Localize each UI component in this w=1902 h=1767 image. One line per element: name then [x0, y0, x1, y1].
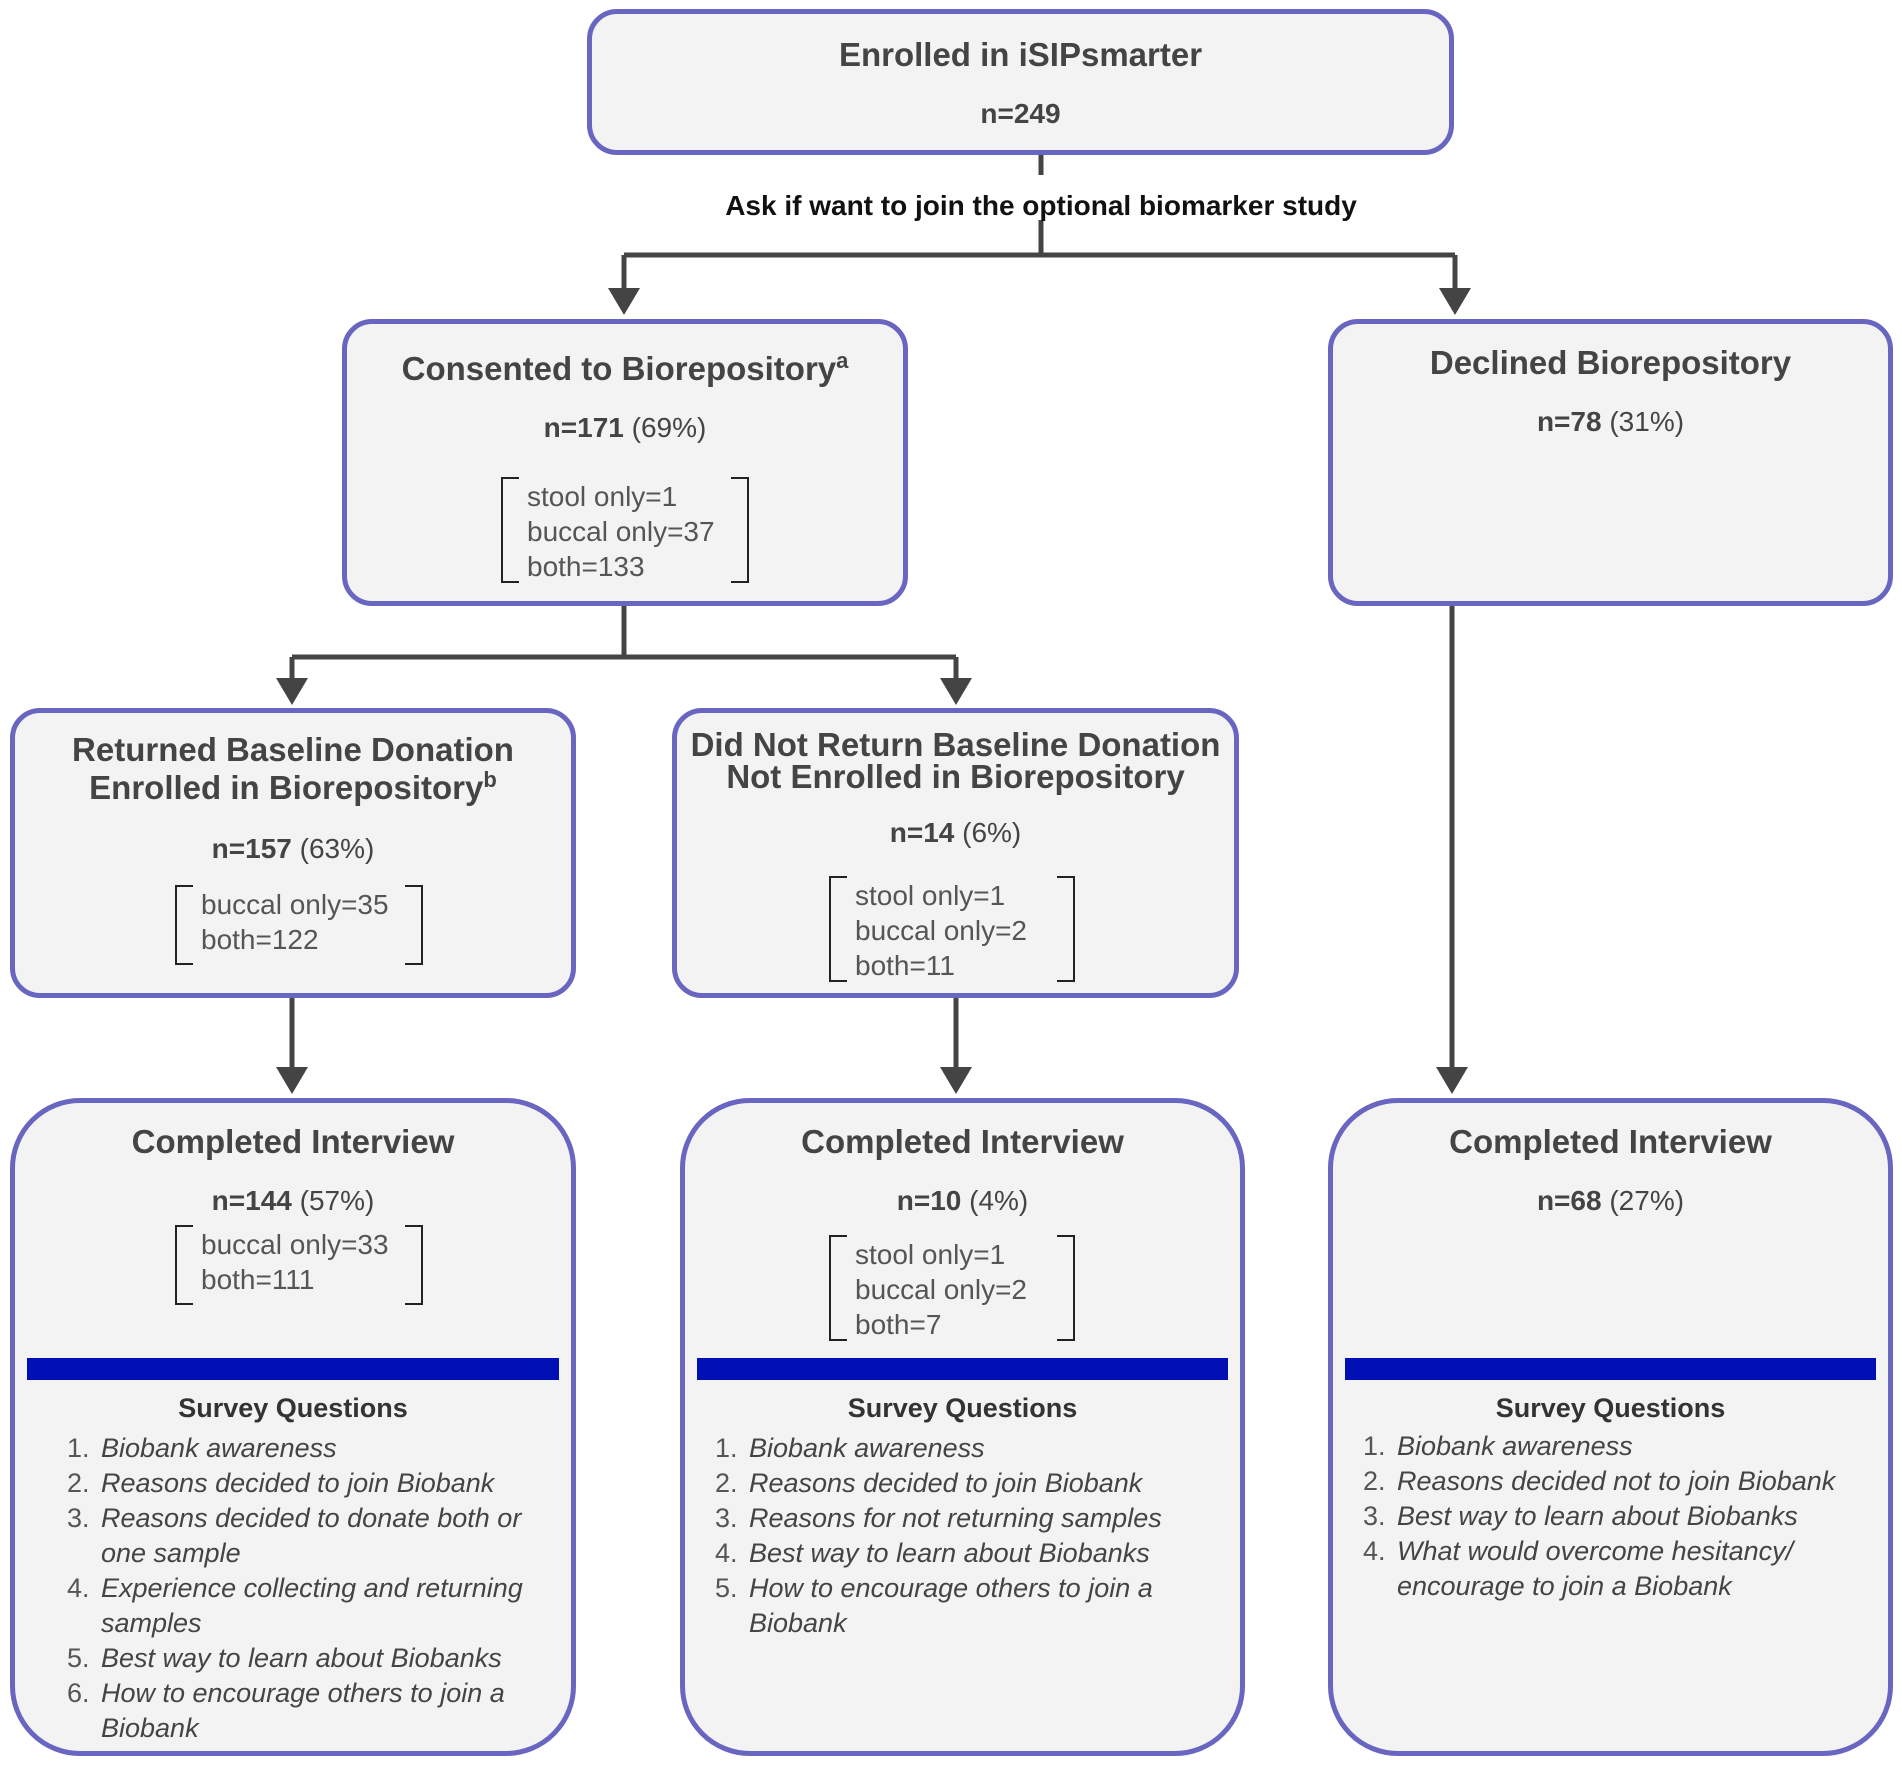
footnote-b: b	[483, 767, 497, 792]
returned-item: both=122	[201, 924, 319, 955]
not-returned-box: Did Not Return Baseline Donation Not Enr…	[672, 708, 1239, 998]
not-returned-title: Did Not Return Baseline Donation Not Enr…	[677, 726, 1234, 795]
arrowhead-not-returned	[940, 678, 972, 705]
returned-pct: (63%)	[299, 833, 375, 864]
interview3-title: Completed Interview	[1449, 1123, 1772, 1160]
survey-questions-heading: Survey Questions	[1495, 1393, 1726, 1423]
survey-question: 5.How to encourage others to join a Biob…	[715, 1573, 1153, 1638]
consented-n: n=171	[543, 412, 624, 443]
divider-bar	[1345, 1358, 1876, 1380]
consented-item: both=133	[527, 551, 645, 582]
consented-title-text: Consented to Biorepository	[401, 350, 837, 387]
interview1-sample-breakdown: buccal only=33 both=111	[175, 1225, 423, 1305]
survey-question: 2.Reasons decided to join Biobank	[715, 1468, 1143, 1498]
interview1-pct: (57%)	[299, 1185, 375, 1216]
interview2-title: Completed Interview	[801, 1123, 1124, 1160]
arrowhead-declined	[1439, 288, 1471, 315]
survey-question: 2.Reasons decided to join Biobank	[67, 1468, 495, 1498]
interview1-count: n=144 (57%)	[15, 1185, 571, 1217]
returned-n: n=157	[211, 833, 292, 864]
consented-sample-breakdown: stool only=1 buccal only=37 both=133	[501, 477, 749, 583]
not-returned-n: n=14	[889, 817, 955, 848]
not-returned-pct: (6%)	[962, 817, 1022, 848]
not-returned-title-line1: Did Not Return Baseline Donation	[690, 726, 1221, 763]
interview2-pct: (4%)	[969, 1185, 1029, 1216]
survey-question: 1.Biobank awareness	[715, 1433, 985, 1463]
survey-questions-heading: Survey Questions	[178, 1393, 408, 1423]
enrolled-count: n=249	[980, 98, 1061, 129]
interview2-item: both=7	[855, 1309, 942, 1340]
returned-title-line2: Enrolled in Biorepository	[89, 769, 484, 806]
enrolled-box: Enrolled in iSIPsmarter n=249	[587, 9, 1454, 155]
not-returned-item: both=11	[855, 950, 955, 981]
footnote-a: a	[836, 348, 849, 373]
interview1-item: both=111	[201, 1264, 315, 1295]
survey-question: 3.Best way to learn about Biobanks	[1363, 1501, 1798, 1531]
survey-question: 4.Best way to learn about Biobanks	[715, 1538, 1150, 1568]
interview2-count: n=10 (4%)	[685, 1185, 1240, 1217]
survey-question: 4.Experience collecting and returning sa…	[67, 1573, 523, 1638]
survey-question-list: 1.Biobank awareness 2.Reasons decided to…	[67, 1431, 567, 1746]
biomarker-question-label: Ask if want to join the optional biomark…	[725, 190, 1357, 221]
returned-title-line1: Returned Baseline Donation	[72, 731, 514, 768]
returned-title-line2-wrap: Enrolled in Biorepositoryb	[15, 769, 571, 807]
not-returned-item: stool only=1	[855, 880, 1006, 911]
survey-questions-heading: Survey Questions	[847, 1393, 1078, 1423]
survey-question-list: 1.Biobank awareness 2.Reasons decided to…	[715, 1431, 1215, 1641]
declined-box: Declined Biorepository n=78 (31%)	[1328, 319, 1893, 606]
interview2-sample-breakdown: stool only=1 buccal only=2 both=7	[829, 1235, 1075, 1341]
survey-question: 4.What would overcome hesitancy/ encoura…	[1363, 1536, 1794, 1601]
not-returned-item: buccal only=2	[855, 915, 1028, 946]
consented-count: n=171 (69%)	[347, 412, 903, 444]
enrolled-title: Enrolled in iSIPsmarter	[838, 36, 1203, 73]
arrowhead-consented	[608, 288, 640, 315]
divider-bar	[697, 1358, 1228, 1380]
interview2-n: n=10	[896, 1185, 962, 1216]
returned-item: buccal only=35	[201, 889, 389, 920]
survey-question: 1.Biobank awareness	[67, 1433, 337, 1463]
survey-question: 2.Reasons decided not to join Biobank	[1363, 1466, 1836, 1496]
consented-title: Consented to Biorepositorya	[347, 350, 903, 388]
arrowhead-interview3	[1436, 1067, 1468, 1094]
declined-n: n=78	[1536, 406, 1602, 437]
interview-box-declined: Completed Interview n=68 (27%) Survey Qu…	[1328, 1098, 1893, 1756]
interview1-n: n=144	[211, 1185, 292, 1216]
arrowhead-interview1	[276, 1067, 308, 1094]
returned-count: n=157 (63%)	[15, 833, 571, 865]
returned-sample-breakdown: buccal only=35 both=122	[175, 885, 423, 965]
arrowhead-returned	[276, 678, 308, 705]
survey-question: 6.How to encourage others to join a Biob…	[67, 1678, 505, 1743]
arrowhead-interview2	[940, 1067, 972, 1094]
not-returned-title-line2: Not Enrolled in Biorepository	[726, 758, 1185, 795]
declined-count: n=78 (31%)	[1333, 406, 1888, 438]
interview3-n: n=68	[1536, 1185, 1602, 1216]
survey-question: 5.Best way to learn about Biobanks	[67, 1643, 502, 1673]
declined-title: Declined Biorepository	[1429, 344, 1792, 381]
survey-question-list: 1.Biobank awareness 2.Reasons decided no…	[1363, 1429, 1873, 1604]
consented-item: stool only=1	[527, 481, 678, 512]
interview1-title: Completed Interview	[131, 1123, 455, 1160]
survey-question: 3.Reasons for not returning samples	[715, 1503, 1162, 1533]
interview2-item: stool only=1	[855, 1239, 1006, 1270]
declined-pct: (31%)	[1609, 406, 1685, 437]
consented-box: Consented to Biorepositorya n=171 (69%) …	[342, 319, 908, 606]
interview3-count: n=68 (27%)	[1333, 1185, 1888, 1217]
not-returned-sample-breakdown: stool only=1 buccal only=2 both=11	[829, 876, 1075, 982]
connector-consented-split	[292, 605, 956, 660]
survey-question: 1.Biobank awareness	[1363, 1431, 1633, 1461]
survey-question: 3.Reasons decided to donate both or one …	[67, 1503, 522, 1568]
connector-top-split	[624, 155, 1455, 258]
interview1-item: buccal only=33	[201, 1229, 389, 1260]
interview-box-not-returned: Completed Interview n=10 (4%) stool only…	[680, 1098, 1245, 1756]
divider-bar	[27, 1358, 559, 1380]
interview3-pct: (27%)	[1609, 1185, 1685, 1216]
interview2-item: buccal only=2	[855, 1274, 1028, 1305]
not-returned-count: n=14 (6%)	[677, 817, 1234, 849]
consented-item: buccal only=37	[527, 516, 715, 547]
returned-box: Returned Baseline Donation Enrolled in B…	[10, 708, 576, 998]
interview-box-returned: Completed Interview n=144 (57%) buccal o…	[10, 1098, 576, 1756]
returned-title: Returned Baseline Donation Enrolled in B…	[15, 731, 571, 807]
consented-pct: (69%)	[631, 412, 707, 443]
